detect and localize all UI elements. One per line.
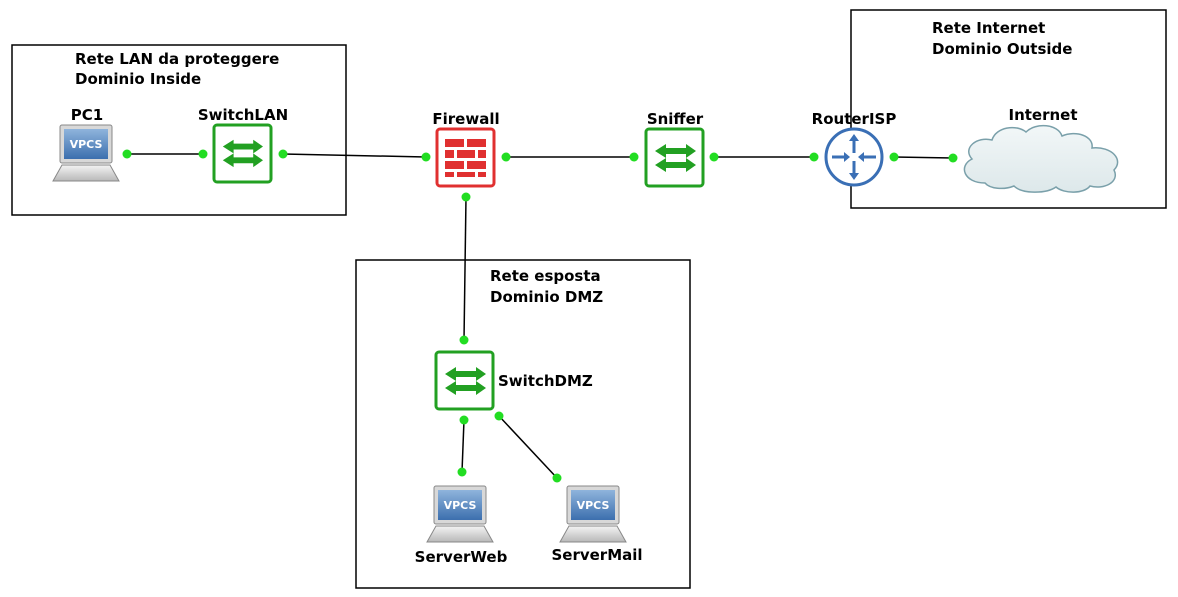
pc1-label: PC1 (71, 106, 103, 124)
port-dot (809, 152, 819, 162)
sniffer-switch-icon (644, 127, 705, 188)
port-dot (198, 149, 208, 159)
firewall-label: Firewall (432, 110, 499, 128)
internet-label: Internet (1008, 106, 1077, 124)
port-dot (889, 152, 899, 162)
zone-internet-border (850, 9, 1167, 209)
servermail-label: ServerMail (551, 546, 642, 564)
port-dot (459, 335, 469, 345)
switchdmz-switch-icon (434, 350, 495, 411)
router-icon (824, 127, 884, 187)
firewall-brick-icon (435, 127, 496, 188)
port-dot (278, 149, 288, 159)
zone-dmz: Rete esposta Dominio DMZ (355, 259, 691, 589)
link-switchlan-firewall[interactable] (282, 153, 427, 158)
servermail-badge: VPCS (577, 499, 610, 512)
port-dot (461, 192, 471, 202)
node-sniffer[interactable]: Sniffer (644, 110, 705, 188)
node-switchdmz[interactable]: SwitchDMZ (434, 350, 593, 411)
switchdmz-label: SwitchDMZ (498, 372, 593, 390)
port-dot (948, 153, 958, 163)
zone-internet: Rete Internet Dominio Outside (850, 9, 1167, 209)
port-dot (709, 152, 719, 162)
switchlan-label: SwitchLAN (198, 106, 288, 124)
zone-internet-title: Rete Internet (932, 19, 1045, 37)
zone-dmz-border (355, 259, 691, 589)
port-dot (629, 152, 639, 162)
node-pc1[interactable]: VPCS PC1 (52, 106, 120, 182)
port-dot (421, 152, 431, 162)
port-dot (494, 411, 504, 421)
port-dot (122, 149, 132, 159)
node-servermail[interactable]: VPCS ServerMail (551, 485, 643, 564)
link-switchdmz-serverweb[interactable] (461, 419, 465, 473)
serverweb-label: ServerWeb (415, 548, 508, 566)
node-routerisp[interactable]: RouterISP (812, 110, 897, 187)
zone-dmz-subtitle: Dominio DMZ (490, 288, 603, 306)
link-routerisp-internet[interactable] (893, 156, 954, 159)
servermail-computer-icon: VPCS (559, 485, 627, 543)
zone-lan-title: Rete LAN da proteggere (75, 50, 279, 68)
zone-internet-subtitle: Dominio Outside (932, 40, 1072, 58)
zone-lan-border (11, 44, 347, 216)
node-serverweb[interactable]: VPCS ServerWeb (415, 485, 508, 566)
serverweb-badge: VPCS (444, 499, 477, 512)
serverweb-computer-icon: VPCS (426, 485, 494, 543)
pc1-computer-icon: VPCS (52, 124, 120, 182)
node-internet[interactable]: Internet (963, 106, 1119, 193)
zone-lan-subtitle: Dominio Inside (75, 70, 201, 88)
port-dot (459, 415, 469, 425)
node-firewall[interactable]: Firewall (432, 110, 500, 188)
port-dot (501, 152, 511, 162)
port-dot (457, 467, 467, 477)
zone-dmz-title: Rete esposta (490, 267, 601, 285)
node-switchlan[interactable]: SwitchLAN (198, 106, 288, 184)
links (127, 153, 954, 479)
pc1-badge: VPCS (70, 138, 103, 151)
switchlan-switch-icon (212, 123, 273, 184)
zone-lan: Rete LAN da proteggere Dominio Inside (11, 44, 347, 216)
ports (122, 149, 958, 483)
cloud-icon (963, 124, 1119, 193)
link-firewall-switchdmz[interactable] (463, 196, 467, 341)
sniffer-label: Sniffer (647, 110, 704, 128)
link-switchdmz-servermail[interactable] (498, 415, 558, 479)
routerisp-label: RouterISP (812, 110, 897, 128)
port-dot (552, 473, 562, 483)
